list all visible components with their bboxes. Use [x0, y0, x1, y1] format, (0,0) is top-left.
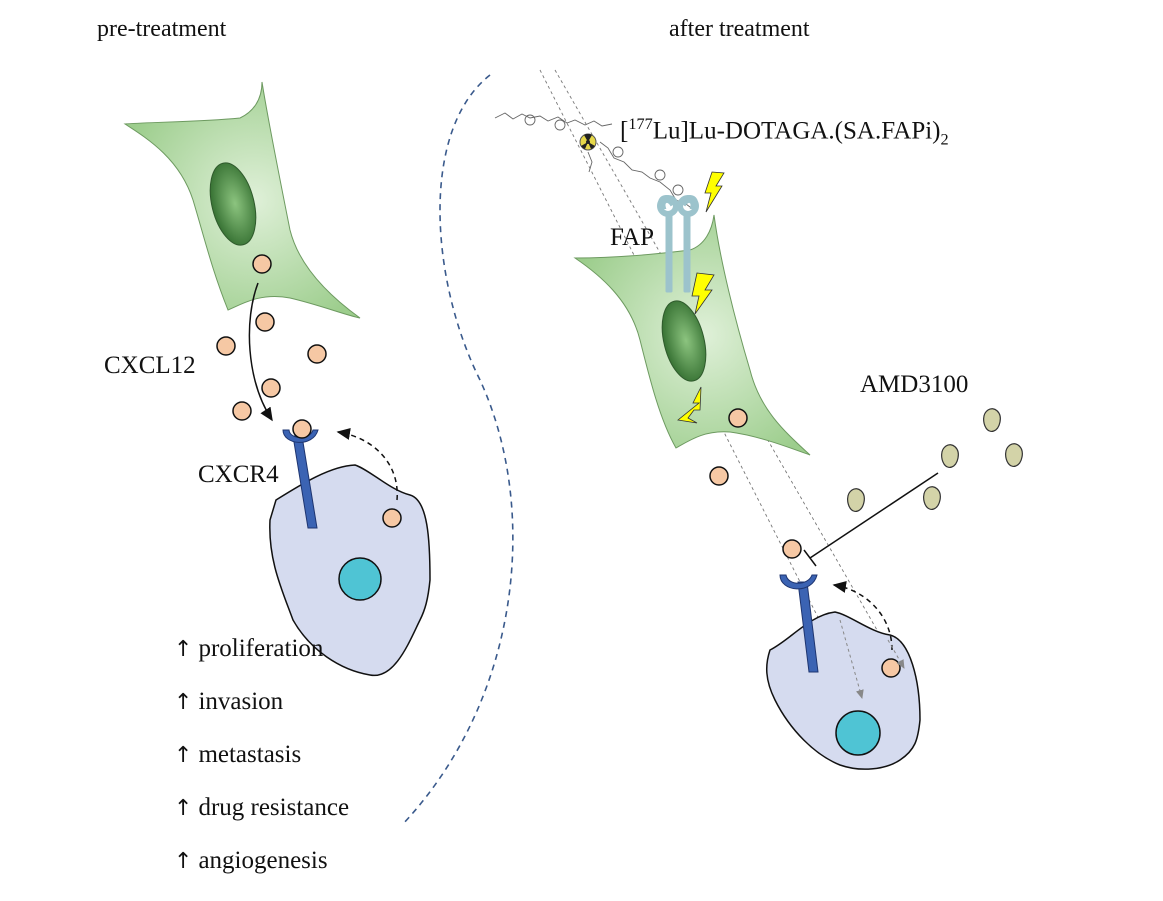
tumor-nucleus	[338, 557, 382, 601]
tumor-cell-body	[765, 611, 921, 770]
effect-item: ↑invasion	[174, 689, 349, 742]
fap-label: FAP	[610, 224, 655, 251]
up-arrow-icon: ↑	[174, 849, 193, 874]
radioligand-isotope-mass: 177	[628, 115, 653, 133]
effect-item: ↑angiogenesis	[174, 848, 349, 901]
chemokine	[728, 408, 748, 428]
effect-item: ↑proliferation	[174, 636, 349, 689]
panel-divider	[401, 74, 514, 826]
fibroblast-pre	[123, 81, 361, 319]
up-arrow-icon: ↑	[174, 690, 193, 715]
effect-text: drug resistance	[198, 794, 350, 821]
amd3100-molecule	[923, 486, 941, 510]
radioligand-molecule	[494, 112, 695, 211]
inhibition-bar	[803, 549, 817, 567]
up-arrow-icon: ↑	[174, 796, 193, 821]
radioligand-subscript: 2	[940, 130, 949, 149]
radioligand-label: [177Lu]Lu-DOTAGA.(SA.FAPi)2	[620, 116, 949, 148]
autocrine-arrow-pre	[336, 428, 398, 501]
chemokine	[782, 539, 802, 559]
amd3100-molecule	[847, 488, 865, 512]
chemokine	[232, 401, 252, 421]
beam-arrow	[887, 639, 905, 669]
chemokine	[261, 378, 281, 398]
lightning-icon	[677, 386, 702, 424]
cxcl12-molecules-post	[709, 408, 802, 559]
effect-item: ↑drug resistance	[174, 795, 349, 848]
cxcr4-cup	[282, 429, 319, 443]
radioligand-name: Lu]Lu-DOTAGA.(SA.FAPi)	[652, 117, 941, 145]
beam-arrow	[839, 619, 864, 699]
inhibition-line	[809, 472, 939, 559]
radioactive-icon	[579, 133, 597, 151]
tumor-nucleus	[835, 710, 881, 756]
fibroblast-nucleus	[209, 162, 257, 246]
fibroblast-post	[573, 214, 811, 456]
secretion-arrow	[248, 282, 273, 422]
amd3100-molecule	[941, 444, 959, 468]
up-arrow-icon: ↑	[174, 637, 193, 662]
chemokine	[382, 508, 402, 528]
chemokine	[709, 466, 729, 486]
fibroblast-nucleus	[661, 300, 707, 382]
amd3100-molecules	[847, 408, 1023, 512]
bound-chemokine	[292, 419, 312, 439]
tumor-cell-post	[765, 611, 921, 770]
after-treatment-title: after treatment	[669, 16, 810, 42]
cxcr4-receptor-post	[779, 574, 819, 673]
effect-item: ↑metastasis	[174, 742, 349, 795]
lightning-icon	[704, 171, 725, 213]
effect-text: metastasis	[198, 741, 302, 768]
cxcl12-molecules-pre	[216, 254, 327, 421]
cxcl12-label: CXCL12	[104, 352, 196, 379]
cxcr4-receptor-pre	[282, 419, 319, 529]
amd3100-molecule	[1005, 443, 1023, 467]
amd3100-molecule	[983, 408, 1001, 432]
pre-treatment-title: pre-treatment	[97, 16, 227, 42]
fap-receptor	[657, 195, 699, 293]
lightning-icon	[691, 272, 715, 315]
chemokine	[252, 254, 272, 274]
chemokine	[881, 658, 901, 678]
effect-text: invasion	[198, 688, 284, 715]
autocrine-arrow-post	[832, 580, 893, 651]
effects-list: ↑proliferation ↑invasion ↑metastasis ↑dr…	[174, 636, 349, 901]
amd3100-label: AMD3100	[860, 371, 969, 398]
cxcr4-label: CXCR4	[198, 461, 279, 488]
chemokine	[307, 344, 327, 364]
chemokine	[255, 312, 275, 332]
cxcr4-cup	[779, 574, 818, 590]
effect-text: proliferation	[198, 635, 324, 662]
effect-text: angiogenesis	[198, 847, 328, 874]
chemokine	[216, 336, 236, 356]
radioligand-bracket: [	[620, 117, 629, 145]
up-arrow-icon: ↑	[174, 743, 193, 768]
